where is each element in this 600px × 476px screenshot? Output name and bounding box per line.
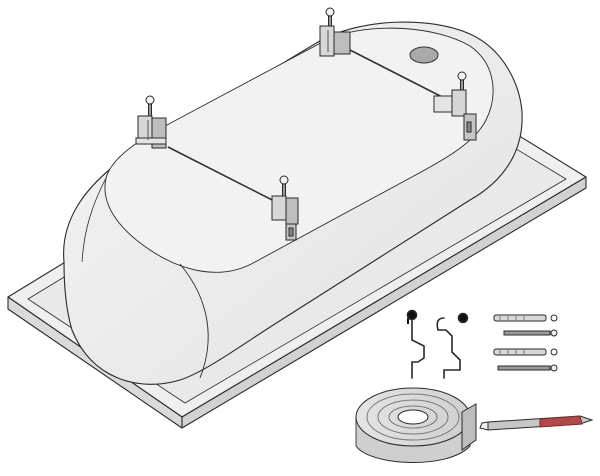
wall-plugs-and-screws: [493, 314, 558, 372]
leg-cap: [145, 95, 155, 105]
leg-bracket: [451, 89, 467, 117]
bathtub: [7, 21, 587, 429]
tub-rim-right-face: [181, 176, 587, 429]
leg-bracket: [319, 25, 335, 57]
tie-rods: [167, 49, 453, 206]
leg-assembly-front-right: [271, 175, 299, 241]
utility-knife: [479, 415, 594, 431]
tub-front-crease: [81, 177, 107, 263]
knife-grip: [539, 415, 583, 428]
sealing-tape-roll: [355, 387, 477, 463]
wall-hook-1: [406, 309, 425, 379]
leg-assembly-front-left: [135, 95, 167, 149]
wall-hook-2: [436, 312, 469, 379]
screw-1: [503, 329, 558, 337]
tub-top-face: [104, 27, 494, 273]
leg-cap: [457, 71, 467, 81]
drain-hole: [409, 46, 439, 64]
tie-rod-back: [349, 49, 453, 103]
leg-cap: [325, 7, 335, 17]
tape-roll-tail: [461, 403, 477, 451]
screw-2: [497, 364, 558, 372]
tub-side-crease: [179, 263, 209, 379]
leg-assembly-back-left: [319, 7, 351, 57]
hook-cap-icon: [457, 312, 469, 324]
knife-blade: [479, 421, 489, 431]
tie-rod-front: [167, 146, 283, 206]
tape-roll-core: [397, 409, 429, 425]
leg-cap: [279, 175, 289, 185]
wall-plug-1: [493, 314, 558, 322]
leg-assembly-back-right: [433, 71, 477, 141]
wall-plug-2: [493, 348, 558, 356]
leg-bracket: [271, 195, 287, 221]
